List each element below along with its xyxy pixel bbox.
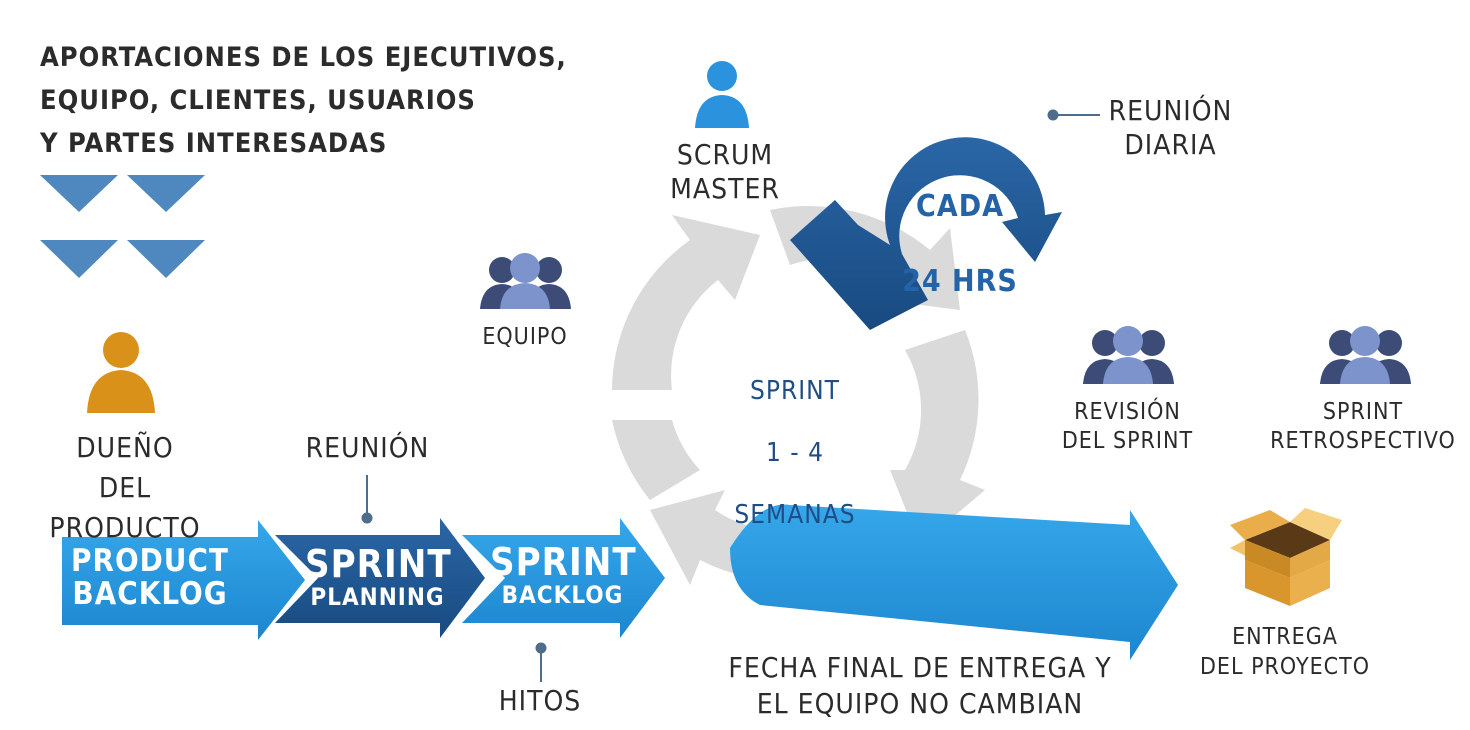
product-backlog-line2: BACKLOG bbox=[72, 575, 228, 612]
sprint-retro-icon bbox=[1320, 326, 1411, 384]
delivery-box-icon bbox=[1230, 508, 1342, 606]
daily-cycle-line1: CADA bbox=[916, 188, 1004, 224]
product-owner-icon bbox=[87, 332, 155, 413]
sprint-retro-label: SPRINT RETROSPECTIVO bbox=[1270, 399, 1456, 454]
daily-cycle-text: CADA 24 HRS bbox=[900, 150, 1020, 338]
sprint-backlog-arrow bbox=[462, 518, 665, 638]
sprint-review-label: REVISIÓN DEL SPRINT bbox=[1061, 399, 1194, 454]
sprint-backlog-text: SPRINT BACKLOG bbox=[490, 540, 637, 609]
sprint-line2: 1 - 4 bbox=[765, 438, 825, 468]
product-owner-label: DUEÑO DEL PRODUCTO bbox=[49, 431, 201, 544]
sprint-planning-text: SPRINT PLANNING bbox=[305, 542, 452, 611]
daily-meeting-label: REUNIÓN DIARIA bbox=[1108, 94, 1233, 161]
scrum-master-icon bbox=[695, 61, 749, 128]
sprint-line3: SEMANAS bbox=[734, 500, 856, 530]
triangle-icon bbox=[127, 175, 205, 212]
long-delivery-arrow bbox=[730, 504, 1178, 660]
stakeholder-triangles bbox=[40, 175, 205, 278]
meeting-label: REUNIÓN bbox=[305, 431, 430, 464]
fixed-scope-label: FECHA FINAL DE ENTREGA Y EL EQUIPO NO CA… bbox=[728, 651, 1112, 720]
team-label: EQUIPO bbox=[482, 324, 568, 350]
milestones-label: HITOS bbox=[498, 684, 582, 717]
sprint-backlog-line2: BACKLOG bbox=[501, 580, 624, 609]
sprint-backlog-line1: SPRINT bbox=[490, 540, 637, 584]
triangle-icon bbox=[40, 175, 118, 212]
product-backlog-arrow bbox=[62, 520, 305, 640]
triangle-icon bbox=[40, 240, 118, 278]
team-icon bbox=[480, 253, 571, 309]
sprint-line1: SPRINT bbox=[750, 376, 840, 406]
connectors bbox=[361, 109, 1100, 682]
delivery-label: ENTREGA DEL PROYECTO bbox=[1199, 624, 1371, 680]
sprint-planning-arrow bbox=[275, 518, 485, 638]
stakeholders-heading: APORTACIONES DE LOS EJECUTIVOS, EQUIPO, … bbox=[40, 42, 567, 159]
sprint-planning-line2: PLANNING bbox=[310, 582, 445, 611]
product-backlog-line1: PRODUCT bbox=[71, 543, 229, 579]
sprint-planning-line1: SPRINT bbox=[305, 542, 452, 586]
triangle-icon bbox=[127, 240, 205, 278]
sprint-review-icon bbox=[1083, 326, 1174, 384]
daily-cycle-arrow bbox=[790, 137, 1062, 330]
scrum-master-label: SCRUM MASTER bbox=[670, 138, 780, 205]
daily-cycle-line2: 24 HRS bbox=[902, 263, 1018, 299]
product-backlog-text: PRODUCT BACKLOG bbox=[70, 545, 230, 610]
sprint-duration: SPRINT 1 - 4 SEMANAS bbox=[725, 345, 865, 562]
